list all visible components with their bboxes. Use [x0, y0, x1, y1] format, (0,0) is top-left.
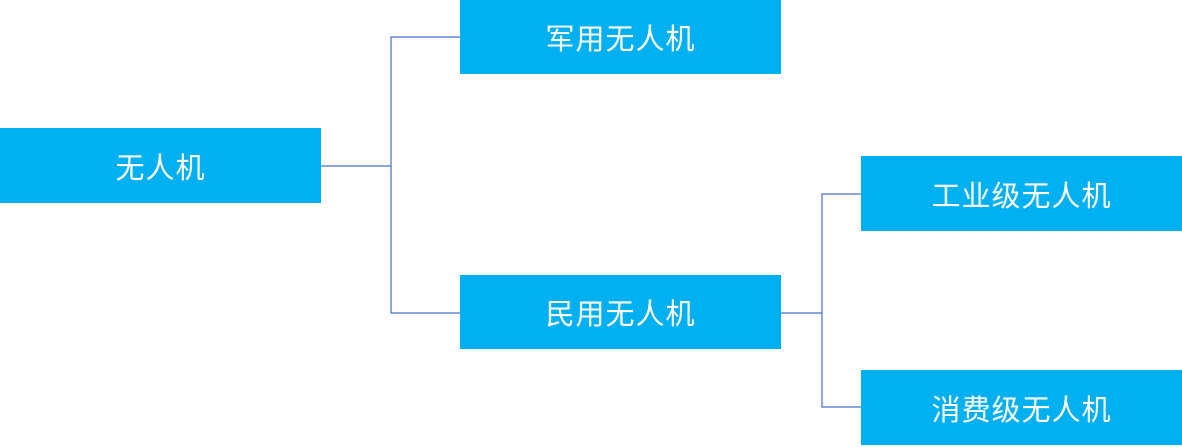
connector-civil-to-consumer — [821, 313, 861, 408]
node-civil-uav-label: 民用无人机 — [545, 297, 696, 331]
node-military-uav-label: 军用无人机 — [545, 22, 696, 56]
node-industrial-uav-label: 工业级无人机 — [931, 178, 1112, 213]
node-uav: 无人机 — [0, 128, 321, 203]
node-uav-label: 无人机 — [115, 150, 206, 185]
connector-root-to-civil — [390, 166, 460, 314]
node-civil-uav: 民用无人机 — [460, 275, 781, 349]
node-consumer-uav-label: 消费级无人机 — [931, 392, 1112, 427]
node-industrial-uav: 工业级无人机 — [861, 156, 1182, 231]
connector-civil-to-industry — [781, 193, 861, 314]
node-military-uav: 军用无人机 — [460, 0, 781, 74]
node-consumer-uav: 消费级无人机 — [861, 370, 1182, 445]
connector-root-to-military — [321, 36, 460, 167]
